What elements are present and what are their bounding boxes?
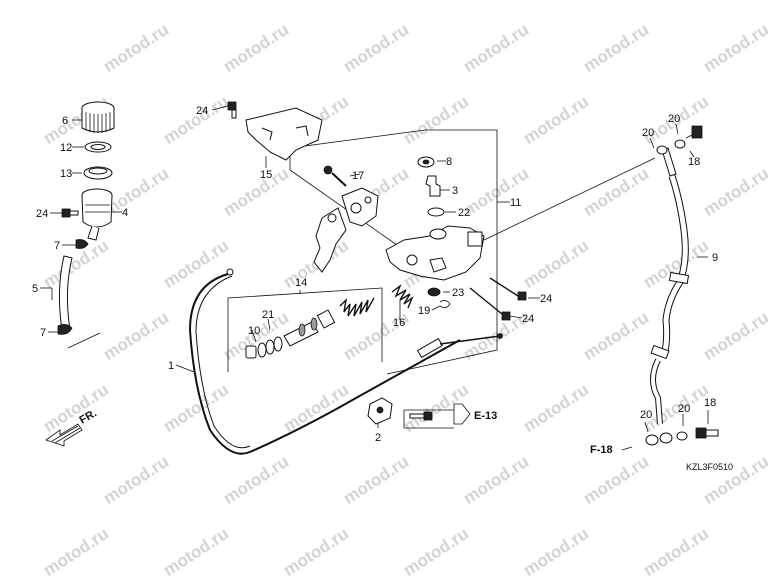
diaphragm: [83, 166, 113, 180]
label-23: 23: [452, 287, 464, 299]
label-20-upper-a: 20: [642, 127, 654, 139]
label-8: 8: [446, 156, 452, 168]
clutch-cable: [188, 268, 503, 455]
label-24-reservoir: 24: [36, 208, 48, 220]
piston-kit: [245, 297, 375, 359]
label-10: 10: [248, 325, 260, 337]
ref-f18: F-18: [590, 444, 613, 456]
front-arrow: [45, 423, 83, 447]
clip-upper: [75, 239, 89, 249]
label-6: 6: [62, 115, 68, 127]
label-9: 9: [712, 252, 718, 264]
label-20-upper-b: 20: [668, 113, 680, 125]
label-1: 1: [168, 360, 174, 372]
bolt-24-bracket: [227, 101, 237, 119]
pivot-bolt-17: [323, 165, 347, 187]
master-cylinder-body: [385, 157, 656, 281]
label-2: 2: [375, 432, 381, 444]
spring-clip-19: [439, 300, 451, 308]
label-18-upper: 18: [688, 156, 700, 168]
oring-22: [427, 207, 445, 217]
e13-bolt: [409, 411, 433, 421]
cable-holder-2: [367, 397, 393, 425]
cap-8: [417, 156, 435, 168]
label-20-lower-b: 20: [678, 403, 690, 415]
label-19: 19: [418, 305, 430, 317]
label-15: 15: [260, 169, 272, 181]
fr-label: FR.: [78, 407, 99, 426]
diagram-code: KZL3F0510: [686, 462, 733, 472]
label-18-lower: 18: [704, 397, 716, 409]
plate-ring: [84, 141, 112, 153]
bolt-24-lower: [469, 287, 511, 321]
lever-bracket: [341, 187, 379, 227]
label-16: 16: [393, 317, 405, 329]
reservoir-cap: [81, 101, 115, 133]
label-22: 22: [458, 207, 470, 219]
label-24-lower: 24: [522, 313, 534, 325]
label-11: 11: [510, 197, 521, 209]
label-7-lower: 7: [40, 327, 46, 339]
ref-e13: E-13: [474, 410, 497, 422]
oring-23: [427, 287, 441, 297]
label-17: 17: [352, 170, 364, 182]
bolt-24-reservoir: [61, 208, 79, 218]
label-3: 3: [452, 185, 458, 197]
clip-lower: [57, 324, 73, 335]
label-24-cylinder: 24: [540, 293, 552, 305]
label-4: 4: [122, 207, 128, 219]
bolt-24-cylinder: [489, 277, 527, 301]
banjo-bolt-lower: [645, 427, 719, 446]
label-7-upper: 7: [54, 240, 60, 252]
reservoir-tank: [81, 188, 113, 241]
label-14: 14: [295, 277, 307, 289]
leader-lines: [40, 105, 709, 451]
clutch-lever-arm: [313, 207, 347, 273]
bleeder-3: [425, 175, 441, 197]
e13-arrow: [453, 403, 471, 425]
part-labels: 6 12 13 4 24 7 5 7 24 15 17 8 3 22 11 23…: [32, 105, 718, 444]
label-5: 5: [32, 283, 38, 295]
cylinder-bracket: [245, 107, 323, 161]
clutch-hose: [650, 147, 690, 425]
banjo-bolt-upper: [656, 125, 703, 155]
label-12: 12: [60, 142, 72, 154]
label-24-bracket: 24: [196, 105, 208, 117]
spring-16: [391, 283, 414, 309]
label-21: 21: [262, 309, 274, 321]
label-20-lower-a: 20: [640, 409, 652, 421]
label-13: 13: [60, 168, 72, 180]
reservoir-hose: [58, 255, 73, 331]
